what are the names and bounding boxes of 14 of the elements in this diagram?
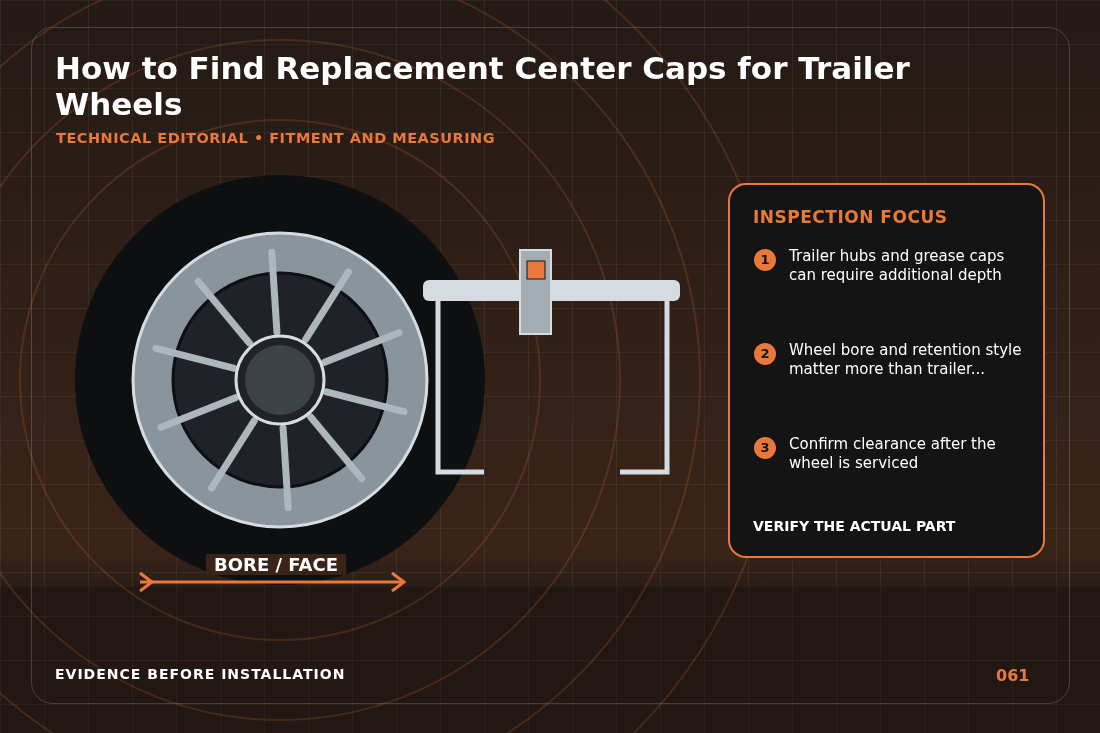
list-item-text: Wheel bore and retention style matter more than trailer... <box>789 341 1023 379</box>
panel-footer: VERIFY THE ACTUAL PART <box>753 518 956 534</box>
footer-text: EVIDENCE BEFORE INSTALLATION <box>55 666 346 682</box>
list-item-text: Trailer hubs and grease caps can require additional depth <box>789 247 1006 285</box>
inspection-panel <box>728 183 1045 558</box>
list-item-text: Confirm clearance after the wheel is serviced <box>789 435 997 473</box>
page-number: 061 <box>996 666 1030 685</box>
number-badge: 2 <box>754 343 776 365</box>
panel-heading: INSPECTION FOCUS <box>753 207 948 227</box>
title: How to Find Replacement Center Caps for Trailer Wheels <box>55 50 911 122</box>
dimension-label: BORE / FACE <box>206 554 346 575</box>
subtitle: TECHNICAL EDITORIAL • FITMENT AND MEASURING <box>56 130 496 146</box>
number-badge: 1 <box>754 249 776 271</box>
number-badge: 3 <box>754 437 776 459</box>
